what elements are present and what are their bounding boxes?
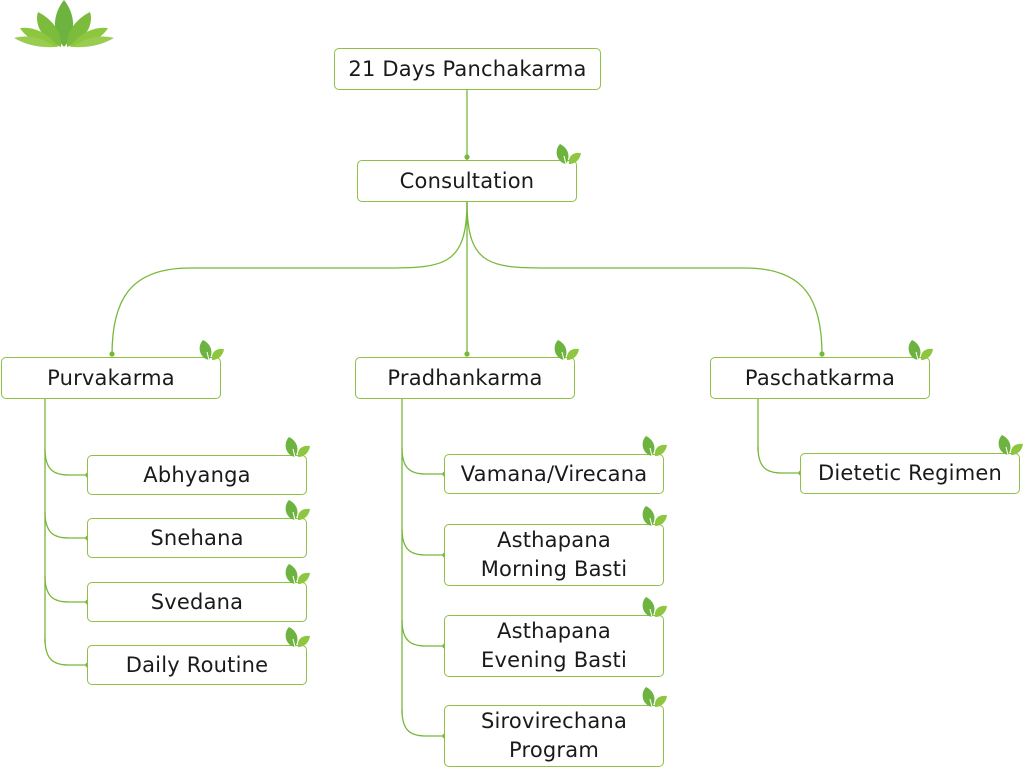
consultation-node-label: Consultation — [399, 168, 535, 193]
step-node-label: Abhyanga — [143, 462, 251, 487]
step-node-abhyanga[interactable]: Abhyanga — [87, 455, 307, 495]
leaf-icon — [199, 340, 224, 361]
root-node-label: 21 Days Panchakarma — [348, 56, 587, 81]
connector-dot — [109, 351, 115, 357]
leaf-icon — [642, 506, 667, 527]
phase-node-pradhankarma[interactable]: Pradhankarma — [355, 357, 575, 399]
step-node-asthapana-morning-basti[interactable]: Asthapana Morning Basti — [444, 524, 664, 586]
connector-purvakarma-branch — [44, 511, 87, 539]
step-node-snehana[interactable]: Snehana — [87, 518, 307, 558]
connector-consultation-to-purvakarma — [111, 201, 468, 356]
consultation-node[interactable]: Consultation — [357, 160, 577, 202]
step-node-label: Sirovirechana Program — [480, 709, 628, 762]
step-node-vamana-virecana[interactable]: Vamana/Virecana — [444, 454, 664, 494]
step-node-label: Asthapana Evening Basti — [481, 619, 627, 672]
leaf-icon — [285, 627, 310, 648]
step-node-svedana[interactable]: Svedana — [87, 582, 307, 622]
connector-dot — [464, 351, 470, 357]
step-node-label: Vamana/Virecana — [460, 461, 648, 486]
leaf-icon — [554, 340, 579, 361]
leaf-icon — [285, 500, 310, 521]
connector-purvakarma-branch — [44, 575, 87, 603]
leaves-logo-icon — [14, 0, 114, 48]
leaf-icon — [285, 564, 310, 585]
step-node-label: Svedana — [150, 589, 244, 614]
connector-purvakarma-branch — [44, 448, 87, 476]
phase-node-purvakarma[interactable]: Purvakarma — [1, 357, 221, 399]
root-node-title[interactable]: 21 Days Panchakarma — [334, 48, 601, 90]
phase-node-paschatkarma[interactable]: Paschatkarma — [710, 357, 930, 399]
connector-purvakarma-branch — [44, 638, 87, 666]
step-node-label: Asthapana Morning Basti — [480, 528, 628, 581]
leaf-icon — [556, 144, 581, 165]
step-node-label: Daily Routine — [125, 652, 269, 677]
phase-node-label: Purvakarma — [47, 365, 175, 390]
step-node-asthapana-evening-basti[interactable]: Asthapana Evening Basti — [444, 615, 664, 677]
step-node-label: Dietetic Regimen — [818, 461, 1002, 485]
step-node-dietetic-regimen[interactable]: Dietetic Regimen — [800, 453, 1020, 494]
step-node-sirovirechana-program[interactable]: Sirovirechana Program — [444, 705, 664, 767]
leaf-icon — [642, 687, 667, 708]
connector-pradhankarma-branch — [401, 528, 444, 556]
leaf-icon — [642, 436, 667, 457]
leaf-icon — [642, 597, 667, 618]
connector-pradhankarma-branch — [401, 619, 444, 647]
phase-node-label: Paschatkarma — [744, 365, 896, 390]
connector-consultation-to-paschatkarma — [466, 201, 823, 356]
leaf-icon — [285, 437, 310, 458]
connector-pradhankarma-branch — [401, 709, 444, 737]
connector-dot — [819, 351, 825, 357]
leaf-icon — [908, 340, 933, 361]
phase-node-label: Pradhankarma — [387, 365, 543, 390]
leaf-icon — [998, 435, 1023, 456]
connector-paschatkarma-branch — [757, 446, 800, 474]
step-node-daily-routine[interactable]: Daily Routine — [87, 645, 307, 685]
step-node-label: Snehana — [150, 525, 244, 550]
connector-dot — [464, 154, 470, 160]
connector-pradhankarma-branch — [401, 447, 444, 475]
